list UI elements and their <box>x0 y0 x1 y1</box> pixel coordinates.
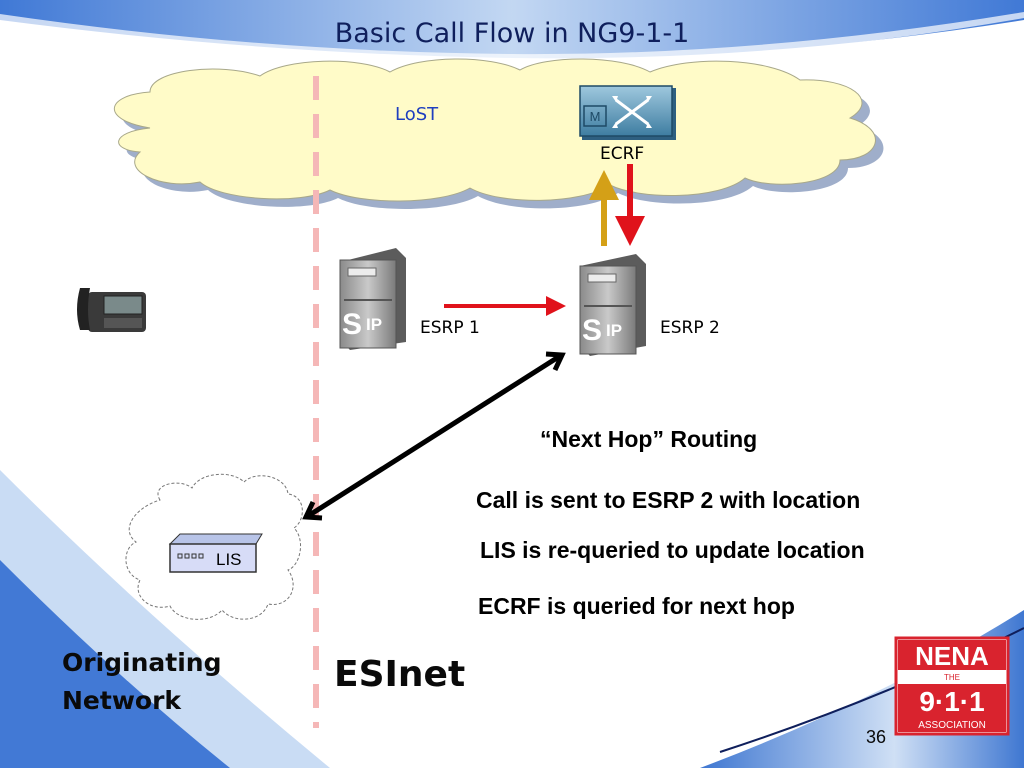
svg-text:THE: THE <box>944 673 960 682</box>
svg-text:NENA: NENA <box>915 641 989 671</box>
esrp1-label: ESRP 1 <box>420 318 480 338</box>
originating-network-label: Originating Network <box>62 644 222 720</box>
lost-label: LoST <box>395 104 439 125</box>
page-number: 36 <box>866 727 887 747</box>
svg-text:IP: IP <box>606 321 622 340</box>
esinet-label: ESInet <box>334 654 466 695</box>
top-swoosh-highlight <box>0 12 1024 63</box>
svg-text:S: S <box>342 308 362 341</box>
ecrf-label: ECRF <box>600 144 645 164</box>
svg-text:S: S <box>582 314 602 347</box>
esrp2-label: ESRP 2 <box>660 318 720 338</box>
slide-title: Basic Call Flow in NG9-1-1 <box>334 18 690 49</box>
esrp2-server-icon: S IP <box>579 254 646 356</box>
callout-line-2: LIS is re-queried to update location <box>480 537 865 563</box>
lis-box-icon: LIS <box>168 533 263 573</box>
callout-line-1: Call is sent to ESRP 2 with location <box>476 487 861 513</box>
svg-text:M: M <box>590 109 601 124</box>
lis-esrp2-requery-arrow <box>302 351 566 521</box>
svg-text:LIS: LIS <box>216 550 242 569</box>
callout-line-3: ECRF is queried for next hop <box>478 593 795 619</box>
bottom-left-swoosh-dark <box>0 560 230 768</box>
ip-phone-icon <box>77 288 146 332</box>
esinet-cloud <box>113 58 876 202</box>
nena-911-logo: NENA THE 9·1·1 ASSOCIATION <box>894 636 1010 736</box>
svg-text:ASSOCIATION: ASSOCIATION <box>918 720 986 731</box>
ecrf-router-icon: M <box>579 85 676 140</box>
originating-network-line2: Network <box>62 686 182 715</box>
esrp1-server-icon: S IP <box>339 248 406 350</box>
svg-text:IP: IP <box>366 315 382 334</box>
originating-network-line1: Originating <box>62 648 222 677</box>
svg-text:9·1·1: 9·1·1 <box>919 686 984 717</box>
next-hop-heading: “Next Hop” Routing <box>540 426 758 452</box>
